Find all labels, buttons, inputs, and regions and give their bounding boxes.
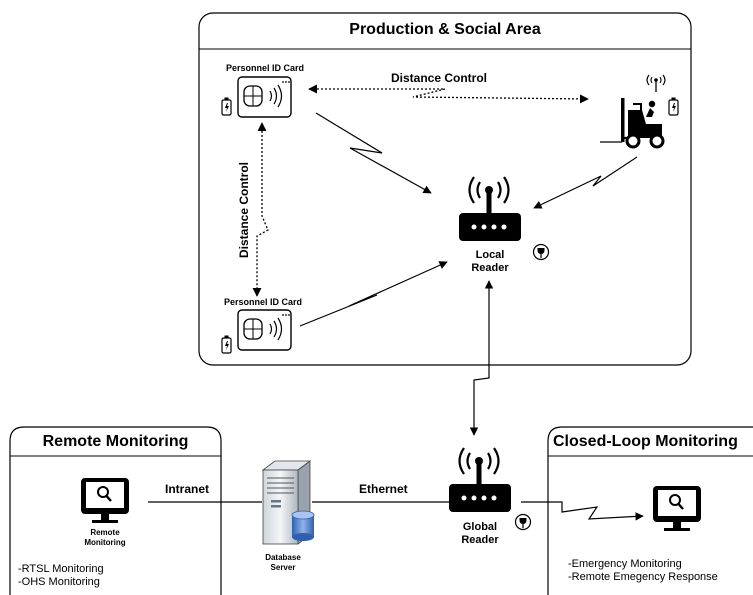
distance-control-horizontal-label: Distance Control — [391, 71, 488, 85]
ethernet-label: Ethernet — [359, 482, 408, 496]
wireless-link-bottom-card — [299, 261, 448, 327]
power-plug-icon-local — [532, 243, 550, 261]
database-server-icon — [261, 460, 315, 545]
remote-monitor-icon — [81, 478, 129, 523]
battery-icon-forklift — [668, 97, 679, 116]
remote-monitoring-label: Remote Monitoring — [84, 528, 126, 547]
production-area-box — [198, 12, 692, 366]
remote-area-title: Remote Monitoring — [42, 433, 189, 450]
battery-icon-top-card — [221, 97, 232, 116]
distance-control-horizontal-line — [308, 84, 589, 104]
id-card-top-label: Personnel ID Card — [226, 63, 305, 73]
wireless-link-top-card — [315, 112, 432, 194]
global-reader-label: Global Reader — [461, 521, 499, 546]
remote-area-box — [9, 426, 222, 595]
database-server-label: Database Server — [265, 553, 301, 572]
forklift-icon — [600, 74, 666, 149]
intranet-label: Intranet — [165, 482, 210, 496]
remote-monitoring-list: -RTSL Monitoring -OHS Monitoring — [18, 563, 104, 589]
list-item: -Remote Emegency Response — [568, 571, 718, 583]
distance-control-vertical-line — [252, 122, 269, 297]
local-reader-icon — [459, 176, 521, 241]
local-to-global-link — [469, 280, 494, 436]
closed-loop-link — [521, 501, 644, 521]
list-item: -Emergency Monitoring — [568, 558, 682, 570]
global-reader-icon — [449, 447, 511, 512]
production-area-title: Production & Social Area — [349, 21, 541, 38]
id-card-bottom-icon — [237, 309, 292, 351]
wireless-link-forklift — [533, 156, 638, 209]
closed-loop-monitor-icon — [653, 486, 701, 531]
battery-icon-bottom-card — [221, 335, 232, 354]
closed-loop-area-title: Closed-Loop Monitoring — [553, 433, 738, 450]
closed-loop-area-box — [547, 426, 753, 595]
id-card-bottom-label: Personnel ID Card — [224, 297, 303, 307]
distance-control-vertical-label: Distance Control — [237, 161, 251, 259]
list-item: -RTSL Monitoring — [18, 563, 104, 575]
list-item: -OHS Monitoring — [18, 576, 100, 588]
id-card-top-icon — [237, 76, 292, 118]
local-reader-label: Local Reader — [471, 249, 509, 274]
closed-loop-list: -Emergency Monitoring -Remote Emegency R… — [568, 558, 718, 584]
power-plug-icon-global — [514, 513, 532, 531]
